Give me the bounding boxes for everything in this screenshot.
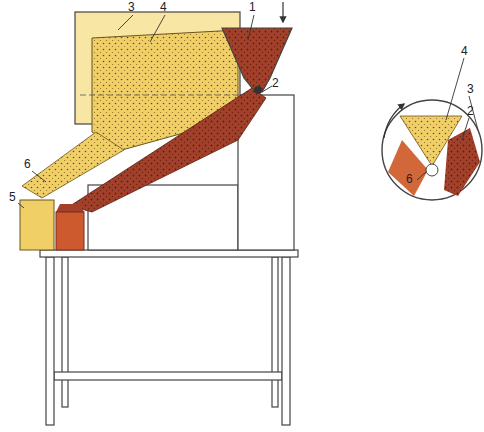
leader-line [462, 118, 469, 140]
table-leg [272, 257, 278, 407]
fine-outlet [22, 132, 124, 198]
leader-line [262, 86, 272, 92]
leader-line [248, 15, 254, 40]
leader-line [417, 172, 426, 180]
rotation-arrow [384, 104, 404, 138]
callout-number: 2 [272, 76, 279, 90]
callout-number: 4 [461, 44, 468, 58]
leader-line [150, 15, 165, 42]
drum-section [382, 100, 482, 200]
callout-number: 6 [24, 157, 31, 171]
cross-section [382, 58, 482, 200]
callout-number: 5 [9, 190, 16, 204]
table-top [40, 250, 298, 257]
callout-number: 1 [249, 0, 256, 14]
table [40, 250, 298, 425]
leader-line [446, 58, 464, 120]
callout-number: 3 [128, 0, 135, 14]
feed-arrow [282, 2, 283, 22]
callout-number: 4 [160, 0, 167, 14]
callout-number: 2 [467, 104, 474, 118]
table-crossbar [54, 372, 282, 380]
bin-funnel [56, 204, 84, 212]
feed-section [444, 128, 480, 196]
leader-line [118, 15, 133, 30]
table-leg [62, 257, 68, 407]
table-leg [282, 257, 290, 425]
drum-axis [80, 95, 240, 96]
callout-number: 6 [406, 172, 413, 186]
fine-bin [20, 200, 54, 250]
outlet-section [426, 164, 438, 176]
table-leg [46, 257, 54, 425]
sieve-section [400, 116, 462, 166]
feed-roller [254, 86, 262, 94]
feed-hopper [222, 28, 292, 92]
leader-line [18, 203, 24, 208]
coarse-bin [56, 212, 84, 250]
leader-lines [18, 15, 272, 208]
leader-line [32, 171, 46, 182]
callout-number: 3 [467, 82, 474, 96]
